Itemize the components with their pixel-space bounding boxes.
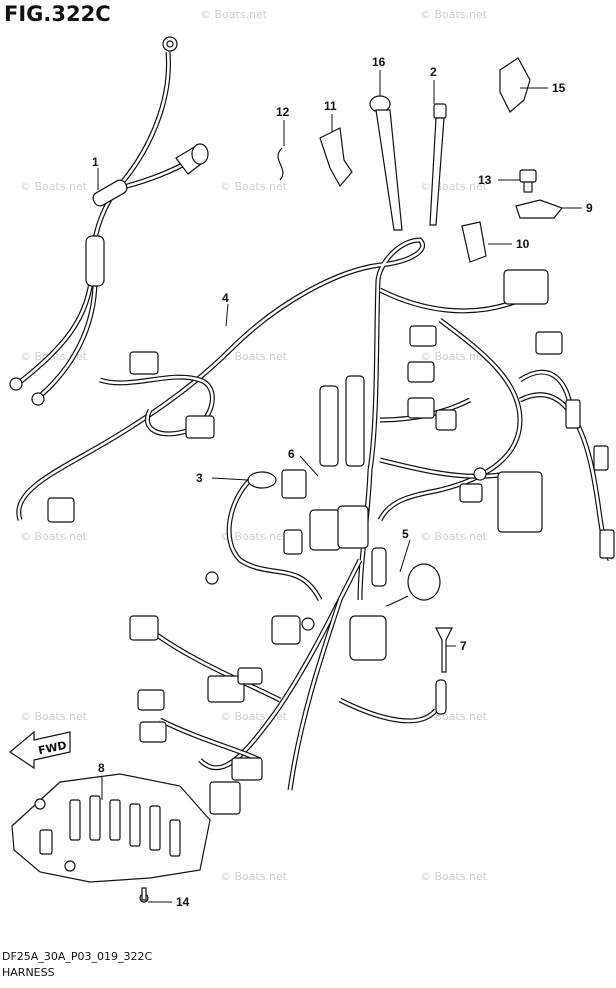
callout-10: 10 xyxy=(516,237,530,251)
part-12-clip xyxy=(277,147,284,181)
callout-8: 8 xyxy=(98,761,105,775)
callout-3: 3 xyxy=(196,471,203,485)
part-1-battery-cable xyxy=(9,36,209,406)
part-16-clamp-tie xyxy=(369,95,403,231)
watermark: © Boats.net xyxy=(420,870,488,883)
watermark: © Boats.net xyxy=(20,710,88,723)
part-9-plate xyxy=(515,199,563,219)
fwd-label: FWD xyxy=(37,739,68,758)
callouts: 1 2 3 4 5 6 7 8 9 10 11 12 13 14 15 16 xyxy=(92,55,593,909)
part-11-clip xyxy=(319,127,353,188)
watermark: © Boats.net xyxy=(420,8,488,21)
part-13-bolt xyxy=(519,169,537,193)
callout-5: 5 xyxy=(402,527,409,541)
watermark: © Boats.net xyxy=(200,8,268,21)
watermark: © Boats.net xyxy=(20,530,88,543)
part-6-relay xyxy=(281,469,307,499)
part-8-bracket xyxy=(11,773,211,883)
part-2-cable-tie xyxy=(429,103,447,226)
callout-4: 4 xyxy=(222,291,229,305)
part-15-clamp xyxy=(499,57,531,113)
watermark: © Boats.net xyxy=(220,870,288,883)
leader-lines xyxy=(97,70,582,903)
callout-14: 14 xyxy=(176,895,190,909)
part-10-clamp xyxy=(461,221,487,263)
callout-11: 11 xyxy=(324,99,337,113)
callout-2: 2 xyxy=(430,65,437,79)
callout-9: 9 xyxy=(586,201,593,215)
callout-12: 12 xyxy=(276,105,290,119)
part-5-cap xyxy=(385,563,441,607)
callout-15: 15 xyxy=(552,81,566,95)
part-3-oring xyxy=(247,471,277,489)
watermarks: © Boats.net © Boats.net © Boats.net © Bo… xyxy=(20,8,488,883)
part-7-pin xyxy=(435,627,453,715)
watermark: © Boats.net xyxy=(20,180,88,193)
watermark: © Boats.net xyxy=(220,350,288,363)
diagram-code: DF25A_30A_P03_019_322C xyxy=(2,950,153,963)
part-14-screw xyxy=(139,887,149,903)
callout-7: 7 xyxy=(460,639,467,653)
callout-6: 6 xyxy=(288,447,295,461)
watermark: © Boats.net xyxy=(420,530,488,543)
figure-title: FIG.322C xyxy=(4,2,111,26)
part-4-main-harness xyxy=(16,237,615,815)
callout-1: 1 xyxy=(92,155,99,169)
watermark: © Boats.net xyxy=(420,350,488,363)
diagram-name: HARNESS xyxy=(2,966,55,979)
watermark: © Boats.net xyxy=(220,180,288,193)
callout-13: 13 xyxy=(478,173,492,187)
callout-16: 16 xyxy=(372,55,386,69)
fwd-arrow: FWD xyxy=(8,730,71,770)
watermark: © Boats.net xyxy=(220,530,288,543)
